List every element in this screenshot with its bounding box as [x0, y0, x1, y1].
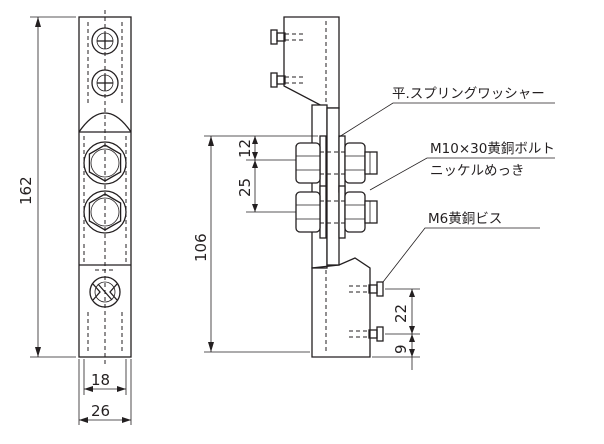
- dim-9-label: 9: [392, 344, 410, 354]
- dim-outer-width: 26: [78, 359, 132, 425]
- label-bolt-line1: M10×30黄銅ボルト: [430, 141, 555, 157]
- side-upper-screw-1: [270, 29, 303, 45]
- upper-screw-2: [91, 69, 119, 97]
- dim-106-label: 106: [192, 233, 210, 262]
- dim-162-label: 162: [17, 176, 35, 205]
- side-bolt-2: [295, 191, 378, 233]
- side-upper-screw-2: [270, 72, 303, 88]
- dim-12-label: 12: [236, 139, 254, 158]
- lower-screw: [89, 276, 121, 308]
- dim-26-label: 26: [91, 402, 110, 420]
- label-washer: 平.スプリングワッシャー: [392, 86, 545, 102]
- center-plate-right: [326, 107, 340, 266]
- washer-left-2: [319, 185, 327, 239]
- upper-block: [283, 16, 340, 109]
- bolt-head-2: [83, 190, 127, 234]
- upper-arc: [78, 112, 132, 133]
- washer-left-1: [319, 135, 327, 193]
- side-lower-screw-1: [349, 281, 384, 297]
- dim-inner-width: 18: [83, 359, 127, 395]
- side-lower-screw-2: [349, 326, 384, 342]
- washer-right-2: [338, 185, 346, 239]
- front-view: [78, 10, 132, 365]
- dim-22-label: 22: [392, 304, 410, 323]
- dim-bolt-span: 106: [192, 135, 318, 353]
- upper-screw-1: [91, 27, 119, 55]
- washer-right-1: [338, 135, 346, 193]
- callout-washer: 平.スプリングワッシャー: [338, 86, 555, 138]
- dim-bolt-pitch: 25: [236, 160, 296, 213]
- dim-18-label: 18: [91, 371, 110, 389]
- lower-block: [311, 257, 371, 358]
- callout-screw: M6黄銅ビス: [382, 211, 540, 283]
- callout-bolt: M10×30黄銅ボルト ニッケルめっき: [369, 141, 555, 191]
- dim-screw-bottom: 9: [372, 334, 420, 370]
- dim-25-label: 25: [236, 178, 254, 197]
- label-bolt-line2: ニッケルめっき: [430, 163, 525, 179]
- bolt-head-1: [83, 141, 127, 185]
- label-screw: M6黄銅ビス: [428, 211, 502, 227]
- dim-overall-height: 162: [17, 16, 76, 358]
- dim-bolt-upper: 12: [236, 136, 296, 161]
- dim-screw-pitch: 22: [385, 288, 420, 335]
- side-bolt-1: [295, 142, 378, 184]
- side-view: [270, 16, 384, 358]
